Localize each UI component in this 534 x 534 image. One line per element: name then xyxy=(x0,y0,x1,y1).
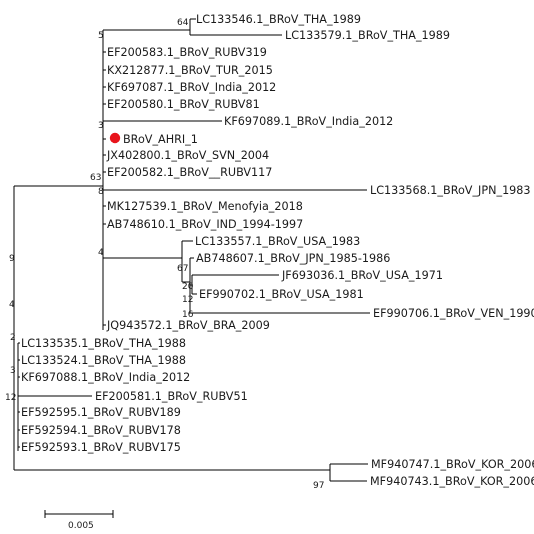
highlight-dot-icon xyxy=(109,132,121,144)
bootstrap-value: 67 xyxy=(177,264,188,274)
tip-label-LC133557: LC133557.1_BRoV_USA_1983 xyxy=(195,235,360,248)
tip-label-EF200580: EF200580.1_BRoV_RUBV81 xyxy=(107,98,260,111)
tip-label-EF200583: EF200583.1_BRoV_RUBV319 xyxy=(107,46,267,59)
bootstrap-value: 16 xyxy=(182,310,194,320)
bootstrap-value: 8 xyxy=(98,187,104,197)
tip-label-EF592594: EF592594.1_BRoV_RUBV178 xyxy=(21,424,181,437)
tip-label-MF940747: MF940747.1_BRoV_KOR_2006 xyxy=(371,458,534,471)
tip-label-KF697087: KF697087.1_BRoV_India_2012 xyxy=(107,81,276,94)
tip-label-AHRI: BRoV_AHRI_1 xyxy=(123,133,198,146)
tip-label-LC133546: LC133546.1_BRoV_THA_1989 xyxy=(196,13,361,26)
scale-bar: 0.005 xyxy=(44,510,114,531)
tip-label-EF990706: EF990706.1_BRoV_VEN_1990 xyxy=(373,307,534,320)
tip-label-EF200582: EF200582.1_BRoV__RUBV117 xyxy=(107,166,272,179)
tip-label-LC133568: LC133568.1_BRoV_JPN_1983 xyxy=(370,184,531,197)
tip-label-LC133579: LC133579.1_BRoV_THA_1989 xyxy=(285,29,450,42)
bootstrap-value: 4 xyxy=(9,300,15,310)
bootstrap-value: 2 xyxy=(10,333,16,343)
tip-label-EF200581: EF200581.1_BRoV_RUBV51 xyxy=(95,390,248,403)
tip-labels: LC133546.1_BRoV_THA_1989 LC133579.1_BRoV… xyxy=(21,13,534,488)
bootstrap-values: 64 5 3 63 8 4 67 20 12 16 9 4 2 3 12 97 xyxy=(5,18,324,491)
bootstrap-value: 12 xyxy=(5,393,16,403)
bootstrap-value: 3 xyxy=(98,121,104,131)
scale-bar-line xyxy=(44,510,114,518)
tip-label-KF697088: KF697088.1_BRoV_India_2012 xyxy=(21,371,190,384)
tip-label-KX212877: KX212877.1_BRoV_TUR_2015 xyxy=(107,64,273,77)
bootstrap-value: 63 xyxy=(90,173,101,183)
bootstrap-value: 20 xyxy=(182,282,194,292)
tip-label-JX402800: JX402800.1_BRoV_SVN_2004 xyxy=(106,149,269,162)
bootstrap-value: 5 xyxy=(98,31,104,41)
tip-label-KF697089: KF697089.1_BRoV_India_2012 xyxy=(224,115,393,128)
tip-label-EF990702: EF990702.1_BRoV_USA_1981 xyxy=(199,288,364,301)
bootstrap-value: 97 xyxy=(313,481,324,491)
tree-branches xyxy=(13,18,370,482)
tip-label-EF592593: EF592593.1_BRoV_RUBV175 xyxy=(21,441,181,454)
tip-label-AB748607: AB748607.1_BRoV_JPN_1985-1986 xyxy=(196,252,390,265)
bootstrap-value: 9 xyxy=(9,254,15,264)
tip-label-LC133524: LC133524.1_BRoV_THA_1988 xyxy=(21,354,186,367)
tip-label-MF940743: MF940743.1_BRoV_KOR_2006 xyxy=(370,475,534,488)
tip-label-JQ943572: JQ943572.1_BRoV_BRA_2009 xyxy=(106,319,270,332)
tip-label-MK127539: MK127539.1_BRoV_Menofyia_2018 xyxy=(107,200,303,213)
tip-label-LC133535: LC133535.1_BRoV_THA_1988 xyxy=(21,337,186,350)
bootstrap-value: 12 xyxy=(182,295,193,305)
tip-label-JF693036: JF693036.1_BRoV_USA_1971 xyxy=(281,269,443,282)
tip-label-EF592595: EF592595.1_BRoV_RUBV189 xyxy=(21,406,181,419)
scale-bar-label: 0.005 xyxy=(68,521,94,531)
tip-label-AB748610: AB748610.1_BRoV_IND_1994-1997 xyxy=(107,218,303,231)
bootstrap-value: 3 xyxy=(10,366,16,376)
bootstrap-value: 64 xyxy=(177,18,189,28)
bootstrap-value: 4 xyxy=(98,248,104,258)
